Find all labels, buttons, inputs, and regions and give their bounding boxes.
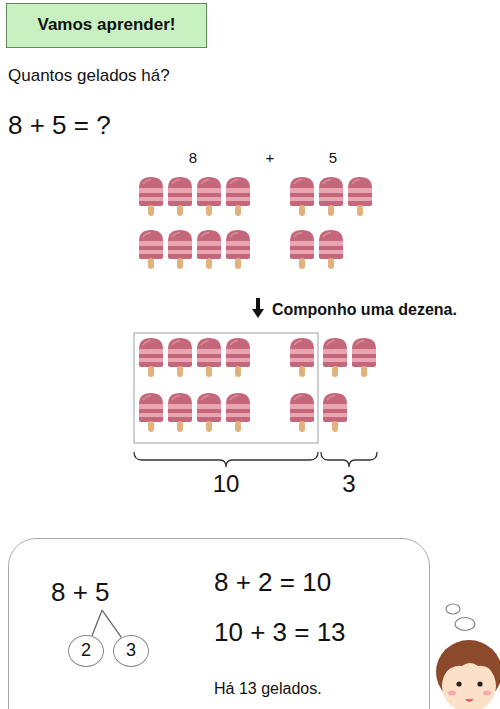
thought-dot xyxy=(446,604,460,614)
brace xyxy=(321,452,377,467)
number-bond-circle: 2 xyxy=(68,635,104,667)
sum-text: 8 + 5 xyxy=(51,577,110,608)
ice-creams-5 xyxy=(290,177,372,269)
thought-bubble: 2 3 8 + 5 8 + 2 = 10 10 + 3 = 13 Há 13 gelado… xyxy=(8,538,430,709)
number-bond-circle: 3 xyxy=(113,635,149,667)
part-number: 2 xyxy=(81,640,91,662)
bond-line xyxy=(102,610,121,637)
addend-number: 8 xyxy=(189,149,197,167)
equation-text: 8 + 2 = 10 xyxy=(214,567,331,598)
thought-dot xyxy=(455,618,475,631)
brace xyxy=(134,452,318,467)
group-count: 10 xyxy=(213,470,240,499)
girl-face xyxy=(436,640,500,709)
equation-text: 10 + 3 = 13 xyxy=(214,617,346,648)
addend-number: 5 xyxy=(329,149,337,167)
banner-text: Vamos aprender! xyxy=(38,15,176,35)
ice-creams-8 xyxy=(139,177,250,269)
section-banner: Vamos aprender! xyxy=(6,3,207,48)
question-text: Quantos gelados há? xyxy=(8,66,170,86)
ten-box xyxy=(134,333,318,443)
group-count: 3 xyxy=(342,470,355,499)
equation-text: 8 + 5 = ? xyxy=(8,110,111,141)
down-arrow xyxy=(252,298,264,318)
plus-sign: + xyxy=(266,149,275,167)
part-number: 3 xyxy=(126,640,136,662)
bond-line xyxy=(92,610,102,636)
answer-text: Há 13 gelados. xyxy=(214,679,322,698)
step-text: Componho uma dezena. xyxy=(272,300,457,319)
ice-creams-regrouped xyxy=(139,338,376,432)
